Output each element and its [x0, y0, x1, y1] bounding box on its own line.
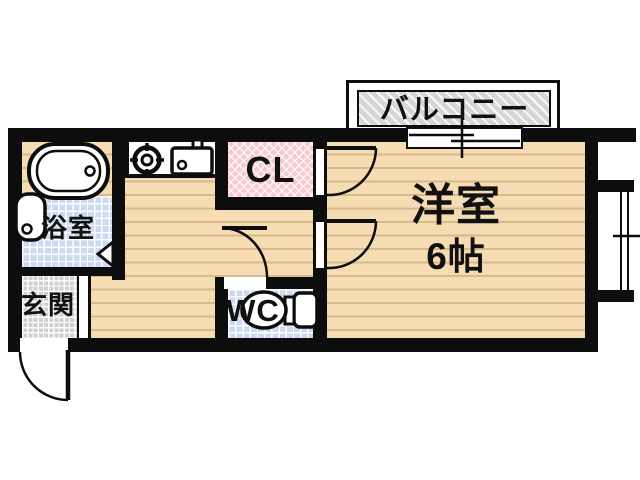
- bay-window-bottom: [590, 290, 634, 302]
- closet-floor: [228, 142, 313, 197]
- western-room-size: 6帖: [426, 236, 486, 277]
- entrance-step: [77, 275, 91, 338]
- bathroom-label: 浴室: [40, 213, 95, 243]
- bathtub-icon: [27, 142, 110, 200]
- wall-wc-left: [215, 289, 228, 338]
- wall-bath-bottom: [8, 267, 112, 276]
- wc-label: WC: [226, 293, 280, 328]
- bay-window-icon: [613, 192, 640, 290]
- door-opening-room-lower: [313, 222, 327, 268]
- wc-door: [221, 226, 269, 278]
- wall-closet-bottom: [215, 197, 327, 210]
- western-room-label: 洋室: [411, 181, 501, 230]
- wall-bottom: [8, 338, 598, 352]
- closet-label: CL: [245, 149, 296, 190]
- sliding-window-icon: [406, 120, 523, 158]
- toilet-icon: [240, 290, 319, 330]
- wall-room-left: [313, 195, 327, 222]
- balcony-label: バルコニー: [379, 94, 530, 126]
- room-door-upper: [326, 146, 378, 197]
- door-opening-room-upper: [313, 149, 327, 195]
- wall-left: [8, 128, 22, 352]
- washbasin-icon: [10, 192, 47, 242]
- stove-burner-icon: [130, 143, 164, 177]
- bathroom-door-marker: [95, 238, 115, 270]
- wall-bath-right: [112, 142, 125, 280]
- door-opening-wc: [222, 277, 268, 289]
- entrance-floor: [22, 275, 77, 338]
- bay-window-top: [590, 180, 634, 192]
- balcony-deck: [357, 90, 551, 127]
- door-opening-entrance: [20, 338, 68, 352]
- room-door-lower: [326, 219, 378, 270]
- entrance-door: [18, 350, 71, 402]
- wall-kitchen-closet: [215, 142, 228, 210]
- kitchen-sink-icon: [170, 138, 214, 176]
- wall-room-left: [313, 142, 327, 149]
- entrance-label: 玄関: [20, 290, 75, 320]
